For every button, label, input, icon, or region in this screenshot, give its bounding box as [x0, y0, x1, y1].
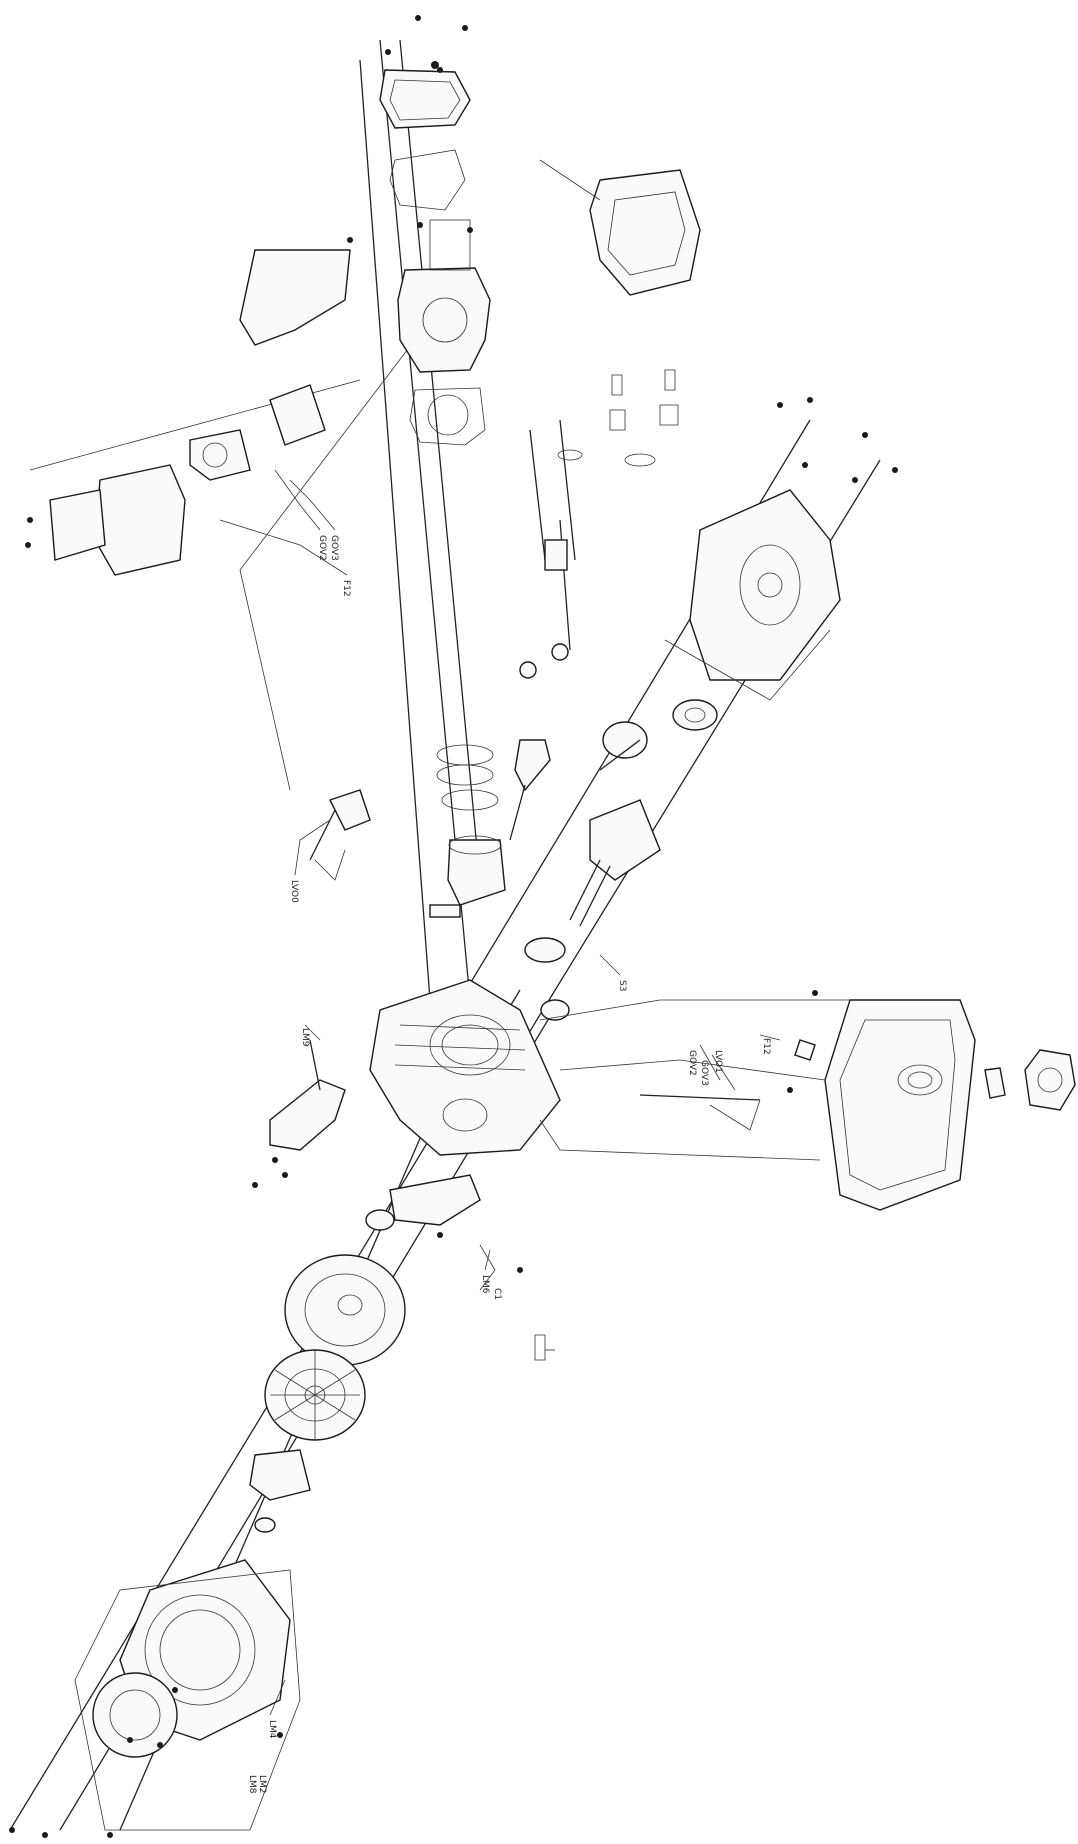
flywheel: [284, 1254, 406, 1366]
valve-cover-gasket: [389, 149, 466, 211]
label-lm4: LM4: [267, 1720, 277, 1739]
label-gov3-right: GOV3: [699, 1060, 709, 1086]
crankshaft: [524, 799, 661, 963]
label-lm9: LM9: [300, 1028, 310, 1047]
cooling-fan: [264, 1349, 366, 1441]
label-lvo0: LVO0: [289, 880, 299, 903]
label-f12-right: F12: [761, 1038, 771, 1055]
air-cleaner-left: [25, 464, 186, 576]
camshaft: [599, 699, 718, 771]
label-gov3-top: GOV3: [329, 535, 339, 561]
piston-rings: [436, 744, 506, 906]
bracket-outline: [74, 1569, 301, 1831]
fasteners-bottom: [9, 1732, 283, 1838]
heat-shield: [239, 237, 353, 346]
piston-pin: [429, 904, 461, 918]
label-lm8: LM8: [247, 1775, 257, 1794]
head-gasket: [409, 387, 486, 446]
label-c1: C1: [492, 1288, 502, 1300]
label-gov2-top: GOV2: [317, 535, 327, 561]
label-lm6: LM6: [480, 1275, 490, 1294]
oil-seal: [365, 1209, 395, 1231]
carburetor: [189, 384, 326, 481]
muffler: [539, 159, 701, 296]
valve-train: [519, 369, 679, 679]
valve-cover: [379, 15, 471, 129]
fuel-tank: [539, 990, 976, 1211]
label-lvo1: LVO1: [713, 1050, 723, 1073]
governor-arm: [309, 789, 371, 881]
choke-bracket: [252, 1039, 346, 1188]
label-f12-top: F12: [341, 580, 351, 597]
part-labels: GOV2 GOV3 F12 LVO0 GOV2 GOV3 LVO1 F12 LM…: [247, 535, 771, 1794]
connecting-rod: [509, 739, 551, 841]
throttle-linkage: [639, 1039, 816, 1131]
label-lm2: LM2: [257, 1775, 267, 1794]
label-s3: S3: [617, 980, 627, 991]
starter-pulley: [249, 1449, 311, 1533]
label-gov2-right: GOV2: [687, 1050, 697, 1076]
small-part-box: [534, 1334, 555, 1361]
crankcase-cover: [664, 397, 898, 701]
label-leaders: [219, 469, 781, 1716]
ignition-coil: [389, 1174, 523, 1291]
recoil-starter: [92, 1672, 178, 1758]
cylinder-block: [369, 979, 570, 1156]
cylinder-head: [397, 219, 491, 373]
fuel-cap: [984, 1049, 1076, 1111]
